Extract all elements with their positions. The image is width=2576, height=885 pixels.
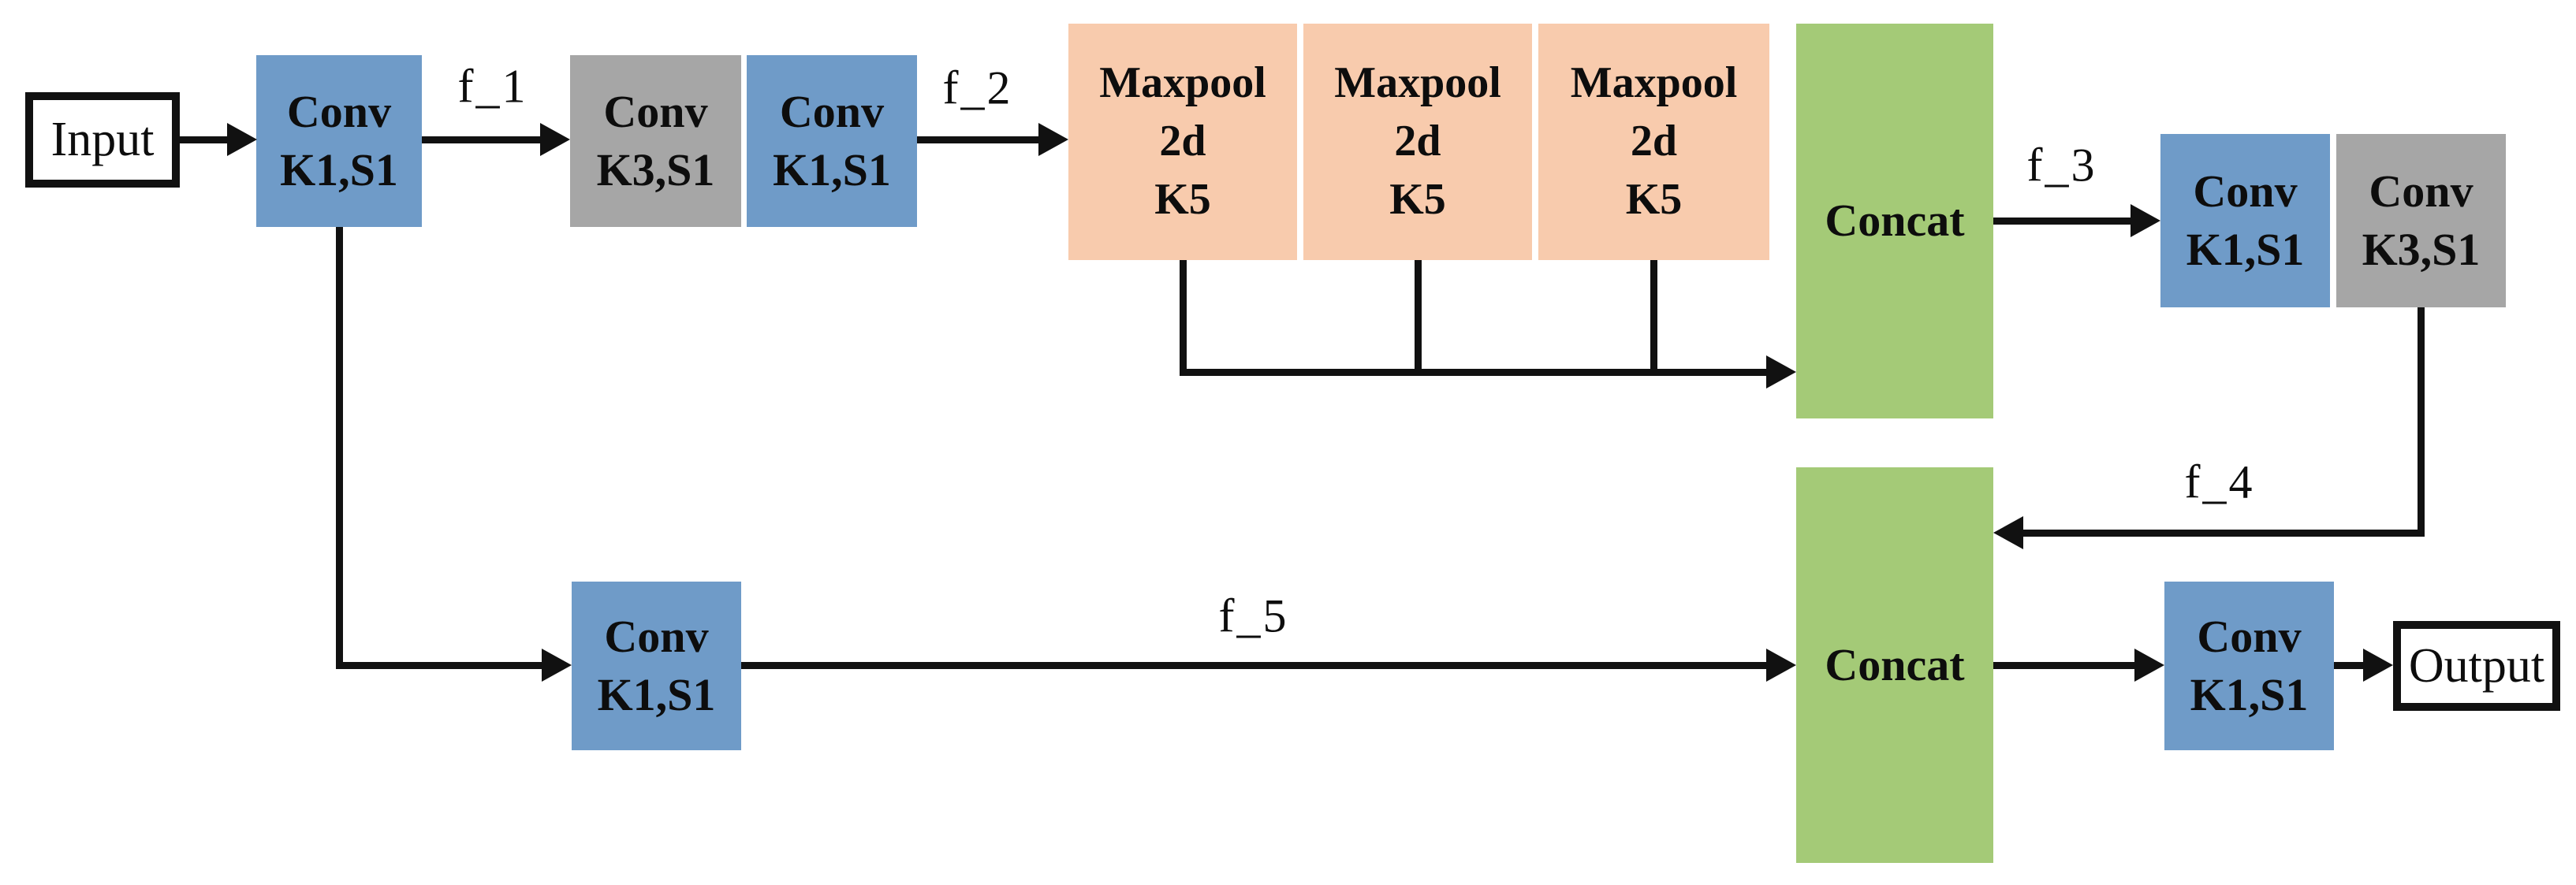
edge-label-f4: f_4	[2184, 456, 2255, 508]
maxpool-kernel: K5	[1389, 174, 1446, 224]
input-node: Input	[25, 92, 180, 188]
edge-label-f3: f_3	[2026, 139, 2097, 192]
maxpool-dim: 2d	[1630, 117, 1678, 166]
maxpool-node-2: Maxpool 2d K5	[1303, 24, 1532, 260]
edge-input-to-conv	[180, 136, 229, 143]
arrowhead-left-icon	[1993, 516, 2023, 549]
conv-params: K1,S1	[2190, 669, 2309, 720]
conv-k3s1-node-1: Conv K3,S1	[570, 55, 741, 227]
conv-k1s1-node-1: Conv K1,S1	[256, 55, 422, 227]
conv-title: Conv	[2369, 165, 2473, 217]
output-label: Output	[2408, 638, 2545, 693]
arrowhead-right-icon	[1766, 649, 1796, 682]
concat-node-1: Concat	[1796, 24, 1993, 418]
arrowhead-right-icon	[540, 123, 570, 156]
edge-f4-horizontal	[2023, 530, 2421, 537]
arrowhead-right-icon	[2134, 649, 2164, 682]
input-label: Input	[50, 113, 155, 166]
arrowhead-right-icon	[1766, 355, 1796, 389]
arrowhead-right-icon	[227, 123, 257, 156]
conv-title: Conv	[286, 85, 392, 137]
maxpool-title: Maxpool	[1099, 58, 1266, 108]
conv-k1s1-node-5: Conv K1,S1	[2164, 582, 2334, 750]
concat-label: Concat	[1825, 195, 1965, 247]
edge-label-f1: f_1	[457, 60, 528, 113]
conv-title: Conv	[604, 610, 709, 662]
arrowhead-right-icon	[2363, 649, 2393, 682]
maxpool-title: Maxpool	[1570, 58, 1738, 108]
arrowhead-right-icon	[1038, 123, 1068, 156]
conv-k1s1-node-4: Conv K1,S1	[572, 582, 741, 750]
edge-skip-horizontal	[336, 662, 542, 669]
edge-maxpool-collector	[1180, 369, 1767, 376]
conv-params: K1,S1	[773, 144, 891, 195]
conv-params: K3,S1	[2362, 224, 2481, 275]
arrowhead-right-icon	[2131, 204, 2160, 237]
edge-conv-to-output	[2334, 662, 2364, 669]
maxpool-node-1: Maxpool 2d K5	[1068, 24, 1297, 260]
edge-maxpool1-drop	[1180, 260, 1187, 376]
maxpool-kernel: K5	[1625, 174, 1683, 224]
edge-concat2-to-conv	[1993, 662, 2135, 669]
maxpool-dim: 2d	[1159, 117, 1206, 166]
conv-params: K1,S1	[280, 144, 398, 195]
conv-params: K3,S1	[596, 144, 715, 195]
edge-label-f5: f_5	[1218, 589, 1289, 642]
maxpool-kernel: K5	[1154, 174, 1211, 224]
edge-label-f2: f_2	[942, 61, 1013, 114]
conv-k1s1-node-2: Conv K1,S1	[747, 55, 917, 227]
edge-f4-vertical	[2418, 307, 2425, 537]
conv-title: Conv	[779, 85, 885, 137]
conv-params: K1,S1	[597, 669, 716, 720]
output-node: Output	[2393, 621, 2560, 711]
maxpool-title: Maxpool	[1334, 58, 1501, 108]
edge-f3	[1993, 218, 2131, 225]
edge-f5	[741, 662, 1767, 669]
edge-maxpool3-drop	[1650, 260, 1657, 376]
concat-node-2: Concat	[1796, 467, 1993, 863]
edge-f1	[422, 136, 541, 143]
edge-skip-vertical	[336, 227, 343, 669]
conv-k3s1-node-2: Conv K3,S1	[2336, 134, 2506, 307]
conv-params: K1,S1	[2186, 224, 2305, 275]
arrowhead-right-icon	[542, 649, 572, 682]
conv-k1s1-node-3: Conv K1,S1	[2160, 134, 2330, 307]
conv-title: Conv	[603, 85, 708, 137]
maxpool-dim: 2d	[1394, 117, 1441, 166]
edge-maxpool2-drop	[1415, 260, 1422, 376]
conv-title: Conv	[2193, 165, 2298, 217]
conv-title: Conv	[2197, 610, 2302, 662]
concat-label: Concat	[1825, 638, 1965, 690]
edge-f2	[917, 136, 1039, 143]
maxpool-node-3: Maxpool 2d K5	[1538, 24, 1769, 260]
